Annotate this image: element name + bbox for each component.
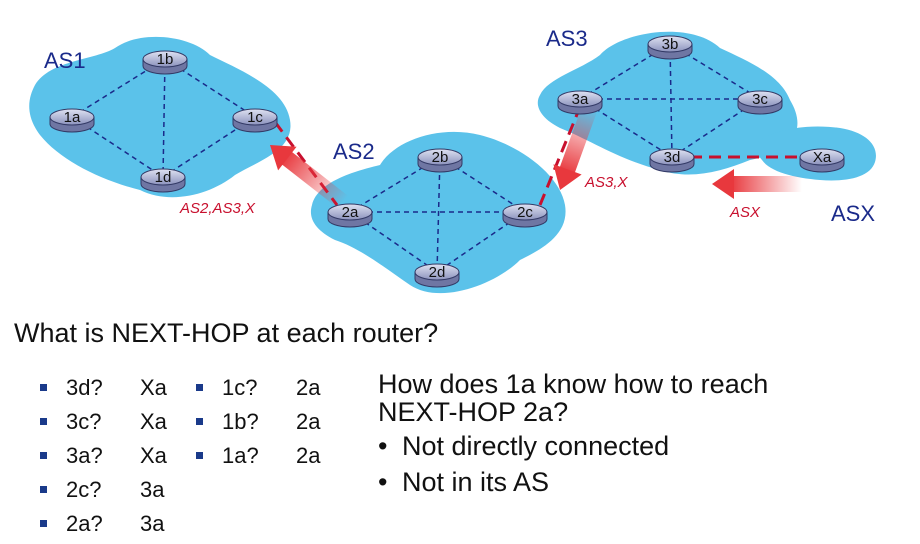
answer-value: Xa [140, 443, 167, 468]
router-2d: 2d [414, 263, 460, 288]
answer-value: Xa [140, 409, 167, 434]
how-point-text: Not directly connected [402, 431, 670, 461]
arrow-to-1c [270, 145, 349, 209]
square-bullet-icon [40, 452, 47, 459]
answer-item: 1b? 2a [196, 405, 346, 439]
router-2c: 2c [502, 203, 548, 228]
router-3d: 3d [649, 148, 695, 173]
answer-item: 2a? 3a [40, 507, 190, 541]
answer-value: 2a [296, 409, 321, 434]
how-question: How does 1a know how to reach NEXT-HOP 2… [378, 369, 769, 427]
router-3b: 3b [647, 35, 693, 60]
router-label: 3d [664, 149, 681, 166]
router-label: Xa [813, 149, 832, 166]
square-bullet-icon [196, 418, 203, 425]
square-bullet-icon [40, 520, 47, 527]
link-2b-2d [436, 156, 441, 273]
router-label: 3b [662, 36, 679, 53]
router-label: 1a [64, 109, 81, 126]
network-diagram: 1a 1b 1c 1d 2a 2b 2c 2d 3a 3b 3c 3d Xa AS1 AS2 AS3 A… [29, 26, 876, 294]
link-2c-3a [538, 111, 580, 206]
answer-question: 1b? [222, 409, 259, 434]
router-label: 2a [342, 204, 359, 221]
router-label: 2d [429, 264, 446, 281]
answer-question: 2a? [66, 511, 103, 536]
how-point: • Not in its AS [378, 464, 669, 500]
answer-item: 1c? 2a [196, 371, 346, 405]
router-label: 1c [247, 109, 263, 126]
answer-value: 3a [140, 477, 165, 502]
router-label: 1d [155, 169, 172, 186]
router-1d: 1d [140, 168, 186, 193]
link-3b-3d [669, 43, 673, 158]
answer-item: 1a? 2a [196, 439, 346, 473]
how-point: • Not directly connected [378, 428, 669, 464]
square-bullet-icon [40, 486, 47, 493]
router-label: 3a [572, 91, 589, 108]
router-1b: 1b [142, 50, 188, 75]
answer-question: 3a? [66, 443, 103, 468]
router-3c: 3c [737, 90, 783, 115]
square-bullet-icon [40, 384, 47, 391]
answer-item: 3c? Xa [40, 405, 190, 439]
link-1b-1d [162, 58, 166, 178]
path-label-asx: ASX [729, 204, 761, 221]
square-bullet-icon [40, 418, 47, 425]
as2-label: AS2 [333, 139, 375, 164]
router-xa: Xa [799, 148, 845, 173]
advertisement-arrows [270, 104, 802, 209]
as3-cloud [537, 31, 798, 175]
answer-question: 1c? [222, 375, 258, 400]
answer-value: 3a [140, 511, 165, 536]
how-points-list: • Not directly connected • Not in its AS [378, 428, 669, 500]
router-1a: 1a [49, 108, 95, 133]
answer-question: 2c? [66, 477, 102, 502]
bullet-dot-icon: • [378, 431, 388, 461]
router-2a: 2a [327, 203, 373, 228]
router-2b: 2b [417, 148, 463, 173]
as1-label: AS1 [44, 48, 86, 73]
answer-question: 3c? [66, 409, 102, 434]
router-3a: 3a [557, 90, 603, 115]
bullet-dot-icon: • [378, 467, 388, 497]
answer-item: 2c? 3a [40, 473, 190, 507]
as1-cloud [29, 36, 291, 198]
router-1c: 1c [232, 108, 278, 133]
answer-value: Xa [140, 375, 167, 400]
router-label: 2b [432, 149, 449, 166]
asx-label: ASX [831, 201, 875, 226]
answer-value: 2a [296, 443, 321, 468]
router-label: 1b [157, 51, 174, 68]
answer-question: 1a? [222, 443, 259, 468]
answer-item: 3d? Xa [40, 371, 190, 405]
answer-value: 2a [296, 375, 321, 400]
routers: 1a 1b 1c 1d 2a 2b 2c 2d 3a 3b 3c 3d Xa [49, 35, 845, 288]
link-2b-2c [439, 156, 526, 213]
arrow-to-2c [553, 104, 598, 190]
router-label: 3c [752, 91, 768, 108]
answers-left-list: 3d? Xa 3c? Xa 3a? Xa 2c? 3a 2a? 3a [40, 371, 190, 541]
how-point-text: Not in its AS [402, 467, 550, 497]
arrow-to-3d [712, 169, 802, 199]
answer-item: 3a? Xa [40, 439, 190, 473]
square-bullet-icon [196, 384, 203, 391]
answer-question: 3d? [66, 375, 103, 400]
path-label-as3-x: AS3,X [584, 174, 629, 191]
as3-label: AS3 [546, 26, 588, 51]
square-bullet-icon [196, 452, 203, 459]
next-hop-question: What is NEXT-HOP at each router? [14, 318, 439, 348]
answers-right-list: 1c? 2a 1b? 2a 1a? 2a [196, 371, 346, 473]
router-label: 2c [517, 204, 533, 221]
path-label-as2-as3-x: AS2,AS3,X [179, 200, 256, 217]
